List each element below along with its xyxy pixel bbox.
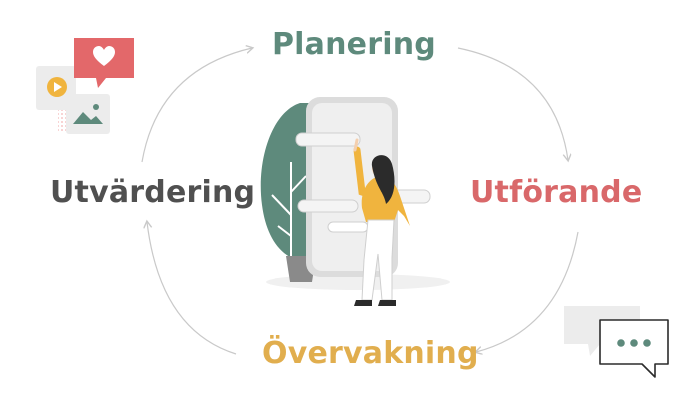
woman-figure xyxy=(353,138,410,306)
arrow-top-left xyxy=(141,48,252,163)
step-label-planering: Planering xyxy=(272,27,436,62)
card-left-bottom xyxy=(297,199,359,213)
step-label-utvardering: Utvärdering xyxy=(50,175,256,210)
social-icons-cluster xyxy=(36,38,134,134)
card-left-top xyxy=(295,132,361,147)
planning-illustration xyxy=(260,97,450,306)
arrow-top-right xyxy=(457,47,568,160)
step-label-overvakning: Övervakning xyxy=(262,336,479,371)
cycle-arrows xyxy=(141,47,579,355)
arrow-bottom-left xyxy=(147,222,237,355)
step-label-utforande: Utförande xyxy=(470,175,643,210)
heart-bubble-icon xyxy=(74,38,134,88)
typing-bubble-icon xyxy=(599,319,669,378)
image-icon xyxy=(66,94,110,134)
chat-bubbles xyxy=(564,306,669,378)
arrow-bottom-right xyxy=(476,231,579,352)
